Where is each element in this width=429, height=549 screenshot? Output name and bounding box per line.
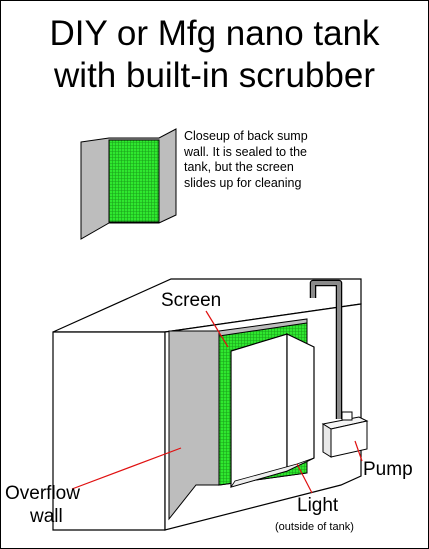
- pump-pointer: [354, 440, 363, 462]
- screen-label: Screen: [161, 290, 222, 311]
- title-line-1: DIY or Mfg nano tank: [49, 14, 380, 53]
- overflow-wall: [168, 330, 220, 521]
- light-note: (outside of tank): [275, 521, 354, 533]
- light-fixture: [230, 333, 315, 488]
- title-line-2: with built-in scrubber: [54, 56, 375, 95]
- light-pointer: [296, 463, 313, 494]
- closeup-screen: [108, 139, 160, 223]
- overflow-wall-label-line2: wall: [30, 506, 63, 527]
- return-pipe: [311, 281, 341, 419]
- closeup-sump-wall: [80, 128, 177, 240]
- pump-label: Pump: [363, 459, 413, 480]
- nano-tank: [52, 278, 369, 531]
- overflow-wall-label-line1: Overflow: [5, 483, 80, 504]
- closeup-note: Closeup of back sump wall. It is sealed …: [184, 129, 308, 190]
- light-label: Light: [297, 495, 339, 516]
- screen-pointer: [205, 310, 229, 348]
- overflow-pointer: [71, 447, 182, 490]
